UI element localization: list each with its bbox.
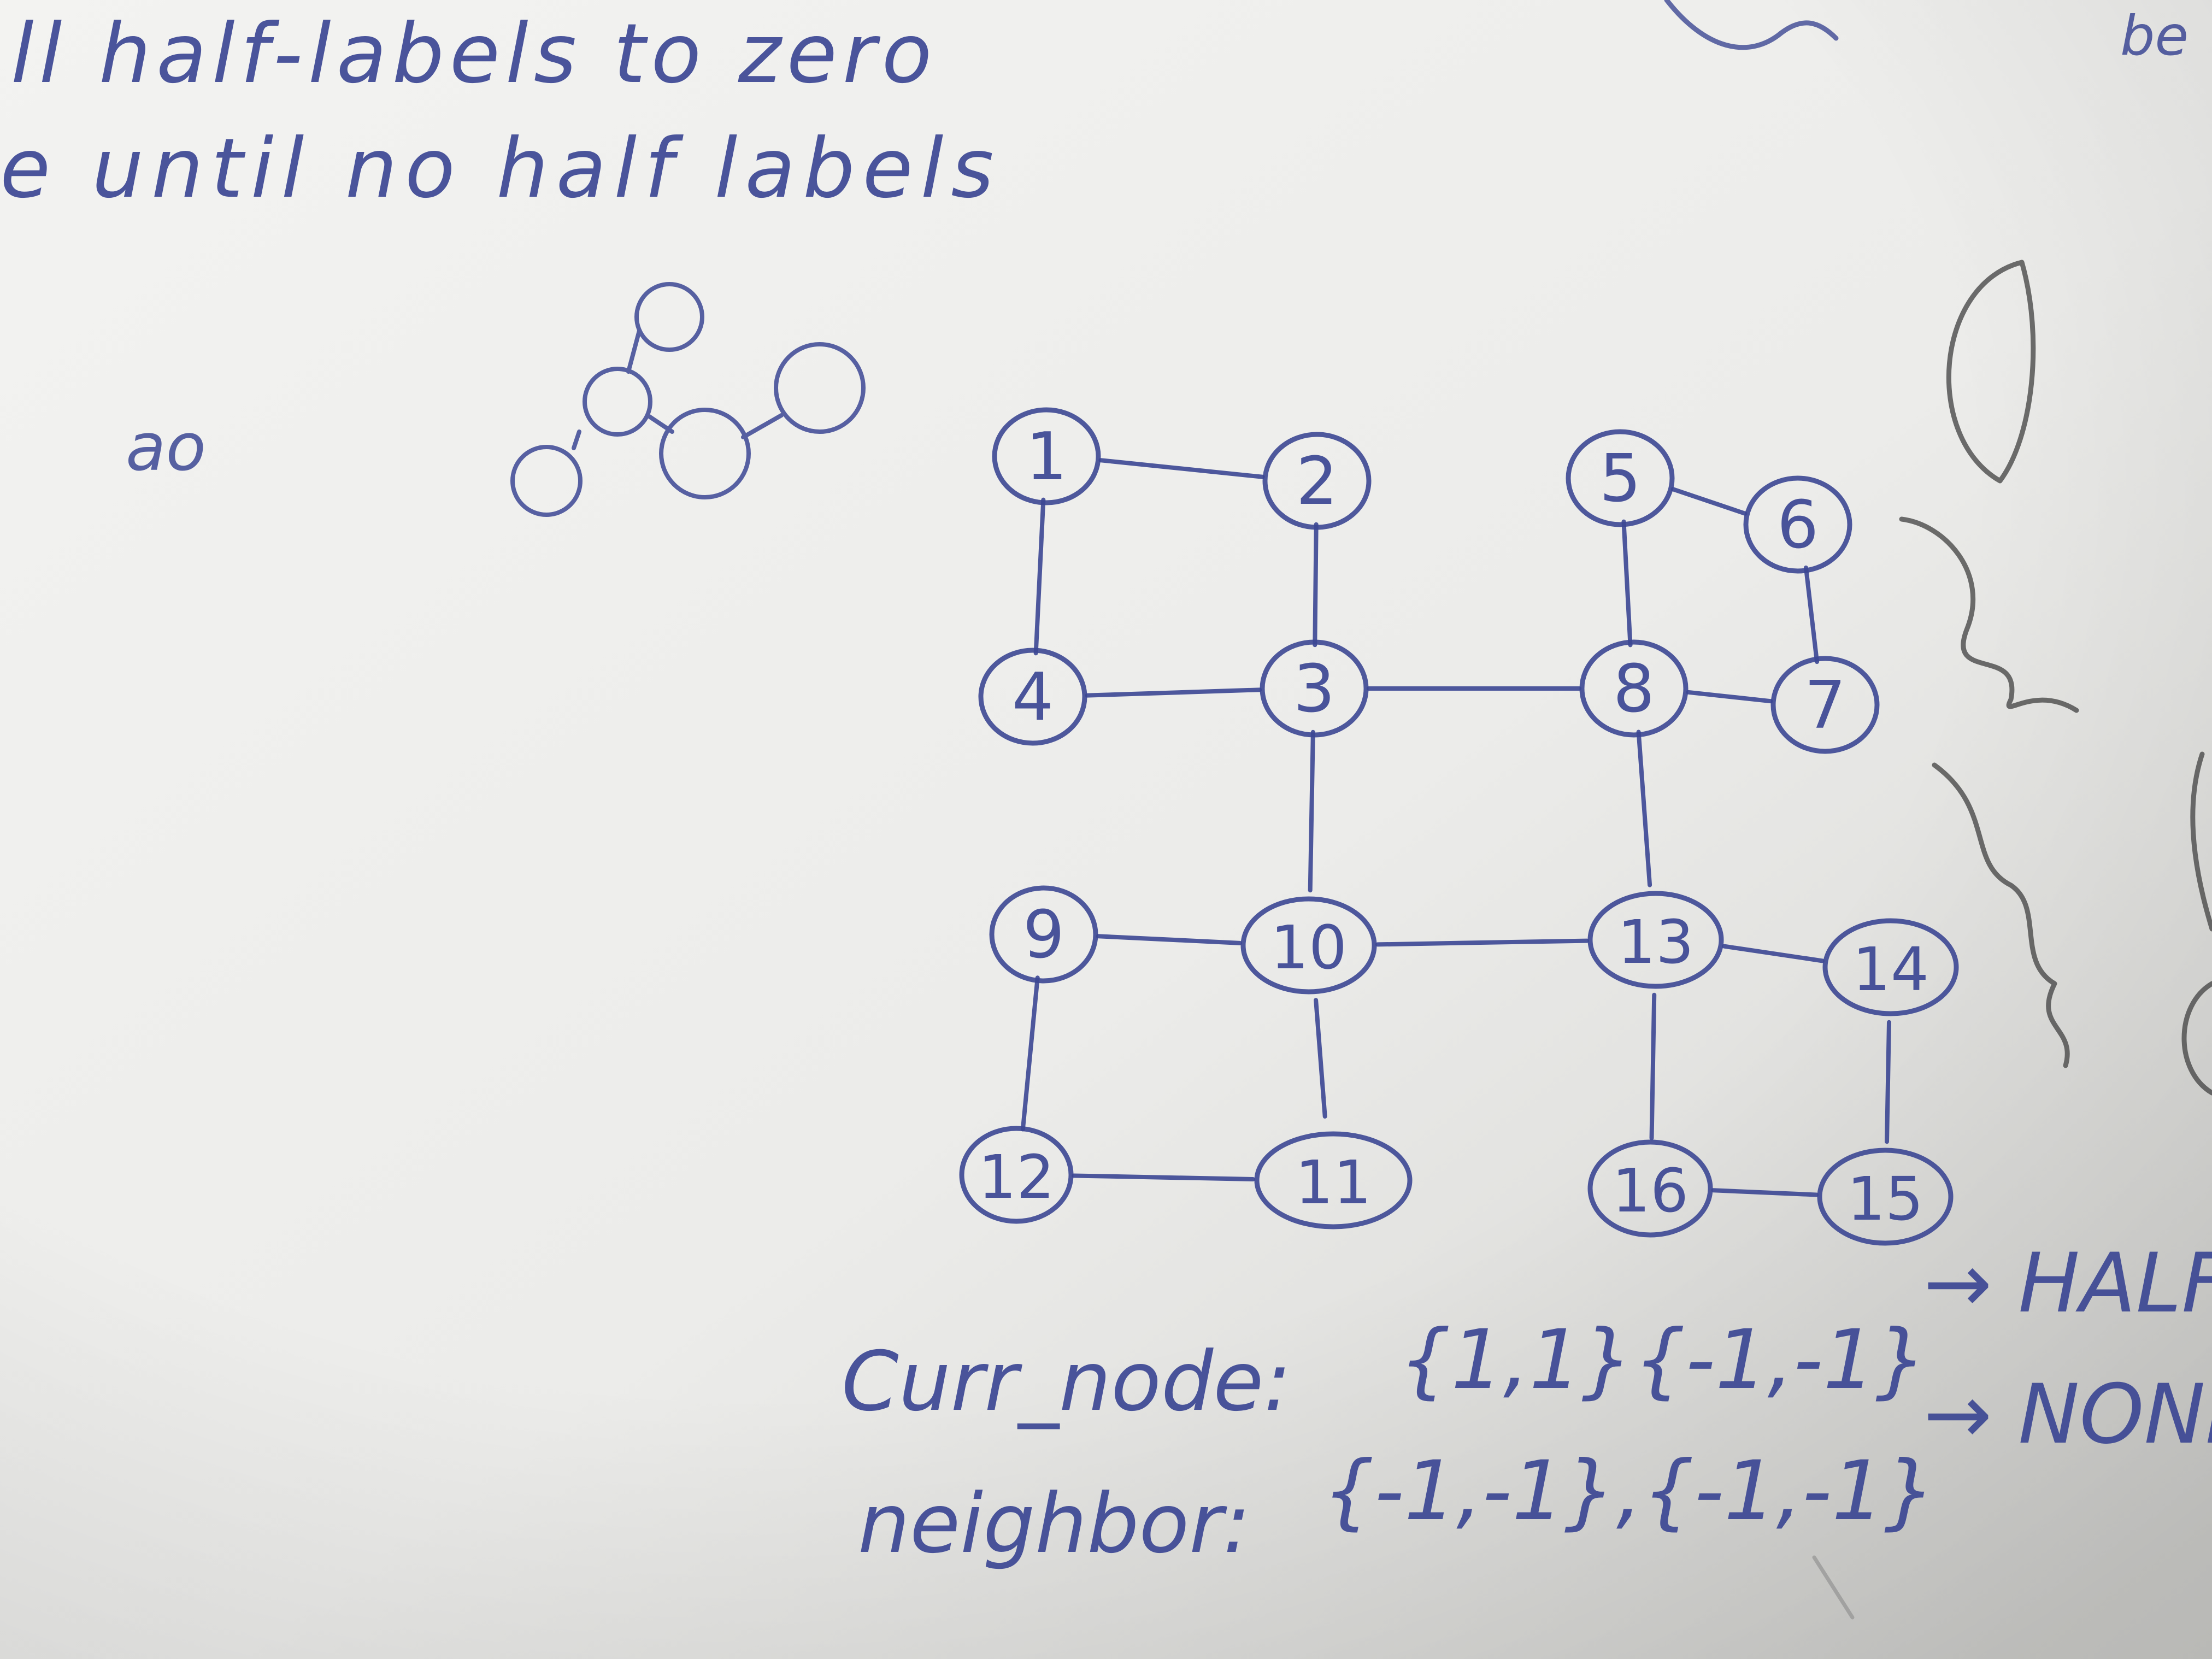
node-circle (992, 407, 1101, 505)
graph-edge (1722, 944, 1825, 963)
graph-edge (1308, 730, 1315, 893)
note-line-2: e until no half labels (0, 121, 1002, 216)
graph-node-13: 13 (1587, 891, 1724, 989)
graph-edge (1884, 1020, 1892, 1144)
graph-node-10: 10 (1240, 896, 1377, 995)
graph-node-5: 5 (1566, 429, 1675, 527)
node-label: 8 (1613, 651, 1655, 727)
graph-edge (1375, 938, 1590, 947)
node-label: 2 (1296, 444, 1338, 520)
graph-node-6: 6 (1743, 475, 1852, 574)
node-label: 15 (1847, 1164, 1923, 1234)
curr-node-value: {1,1}{-1,-1} (1399, 1313, 1927, 1408)
graph-edge (1649, 992, 1657, 1140)
graph-edge (1071, 1173, 1256, 1181)
node-circle (959, 1126, 1074, 1224)
node-circle (1743, 475, 1852, 574)
graph-edge (1670, 487, 1748, 516)
node-circle (1587, 1139, 1713, 1238)
note-line-1: ll half-labels to zero (11, 7, 937, 102)
node-circle (1240, 896, 1377, 995)
neighbor-result: → NONE (1923, 1367, 2212, 1462)
node-circle (1822, 918, 1959, 1016)
graph-node-11: 11 (1254, 1131, 1413, 1229)
graph-node-12: 12 (959, 1126, 1074, 1224)
graph-node-14: 14 (1822, 918, 1959, 1016)
graph-node-8: 8 (1579, 639, 1689, 738)
graph-edge (1636, 730, 1652, 887)
node-circle (1587, 891, 1724, 989)
graph-edge (1313, 522, 1319, 648)
node-label: 3 (1293, 651, 1335, 727)
graph-edge (1098, 458, 1265, 479)
node-circle (1579, 639, 1689, 738)
graph-node-15: 15 (1817, 1148, 1954, 1246)
pencil-squiggles (1899, 260, 2212, 1096)
node-label: 16 (1612, 1156, 1689, 1226)
top-scribble (1664, 0, 1839, 50)
graph-edge (1033, 497, 1046, 656)
curr-node-result: → HALF (1923, 1236, 2212, 1331)
node-label: 4 (1012, 660, 1054, 736)
graph-edge (1085, 687, 1262, 698)
curr-node-label: Curr_node: (842, 1334, 1291, 1429)
small-scribble: ao (126, 410, 206, 486)
circle-doodle (510, 282, 866, 517)
graph-node-3: 3 (1260, 639, 1369, 738)
graph-node-16: 16 (1587, 1139, 1713, 1238)
node-circle (1566, 429, 1675, 527)
graph-edge (1020, 975, 1040, 1132)
note-top-right-fragment: be (2120, 4, 2189, 68)
node-label: 13 (1617, 907, 1694, 977)
node-label: 1 (1026, 419, 1067, 495)
node-label: 14 (1852, 934, 1929, 1004)
node-label: 11 (1295, 1148, 1372, 1217)
node-label: 10 (1270, 913, 1347, 983)
graph-node-7: 7 (1770, 656, 1880, 754)
node-label: 6 (1777, 487, 1819, 563)
node-label: 9 (1023, 897, 1064, 973)
graph-edge (1803, 565, 1820, 664)
graph-edge (1096, 934, 1243, 945)
node-circle (989, 885, 1098, 984)
graph-node-4: 4 (978, 648, 1087, 746)
graph-node-9: 9 (989, 885, 1098, 984)
node-circle (1817, 1148, 1954, 1246)
node-label: 12 (978, 1142, 1055, 1212)
graph-edge (1621, 519, 1633, 648)
node-circle (1260, 639, 1369, 738)
pencil-mark-bottom (1812, 1555, 1855, 1620)
neighbor-value: {-1,-1},{-1,-1} (1322, 1444, 1936, 1539)
node-circle (978, 648, 1087, 746)
graph-edges (1020, 458, 1892, 1197)
node-label: 7 (1804, 668, 1846, 744)
graph-edge (1711, 1188, 1819, 1197)
graph-node-2: 2 (1262, 432, 1372, 530)
node-circle (1770, 656, 1880, 754)
node-circle (1262, 432, 1372, 530)
graph-edge (1686, 690, 1773, 704)
neighbor-label: neighbor: (858, 1476, 1251, 1572)
node-circle (1254, 1131, 1413, 1229)
graph-edge (1314, 998, 1327, 1119)
node-label: 5 (1599, 441, 1641, 517)
graph-node-1: 1 (992, 407, 1101, 505)
